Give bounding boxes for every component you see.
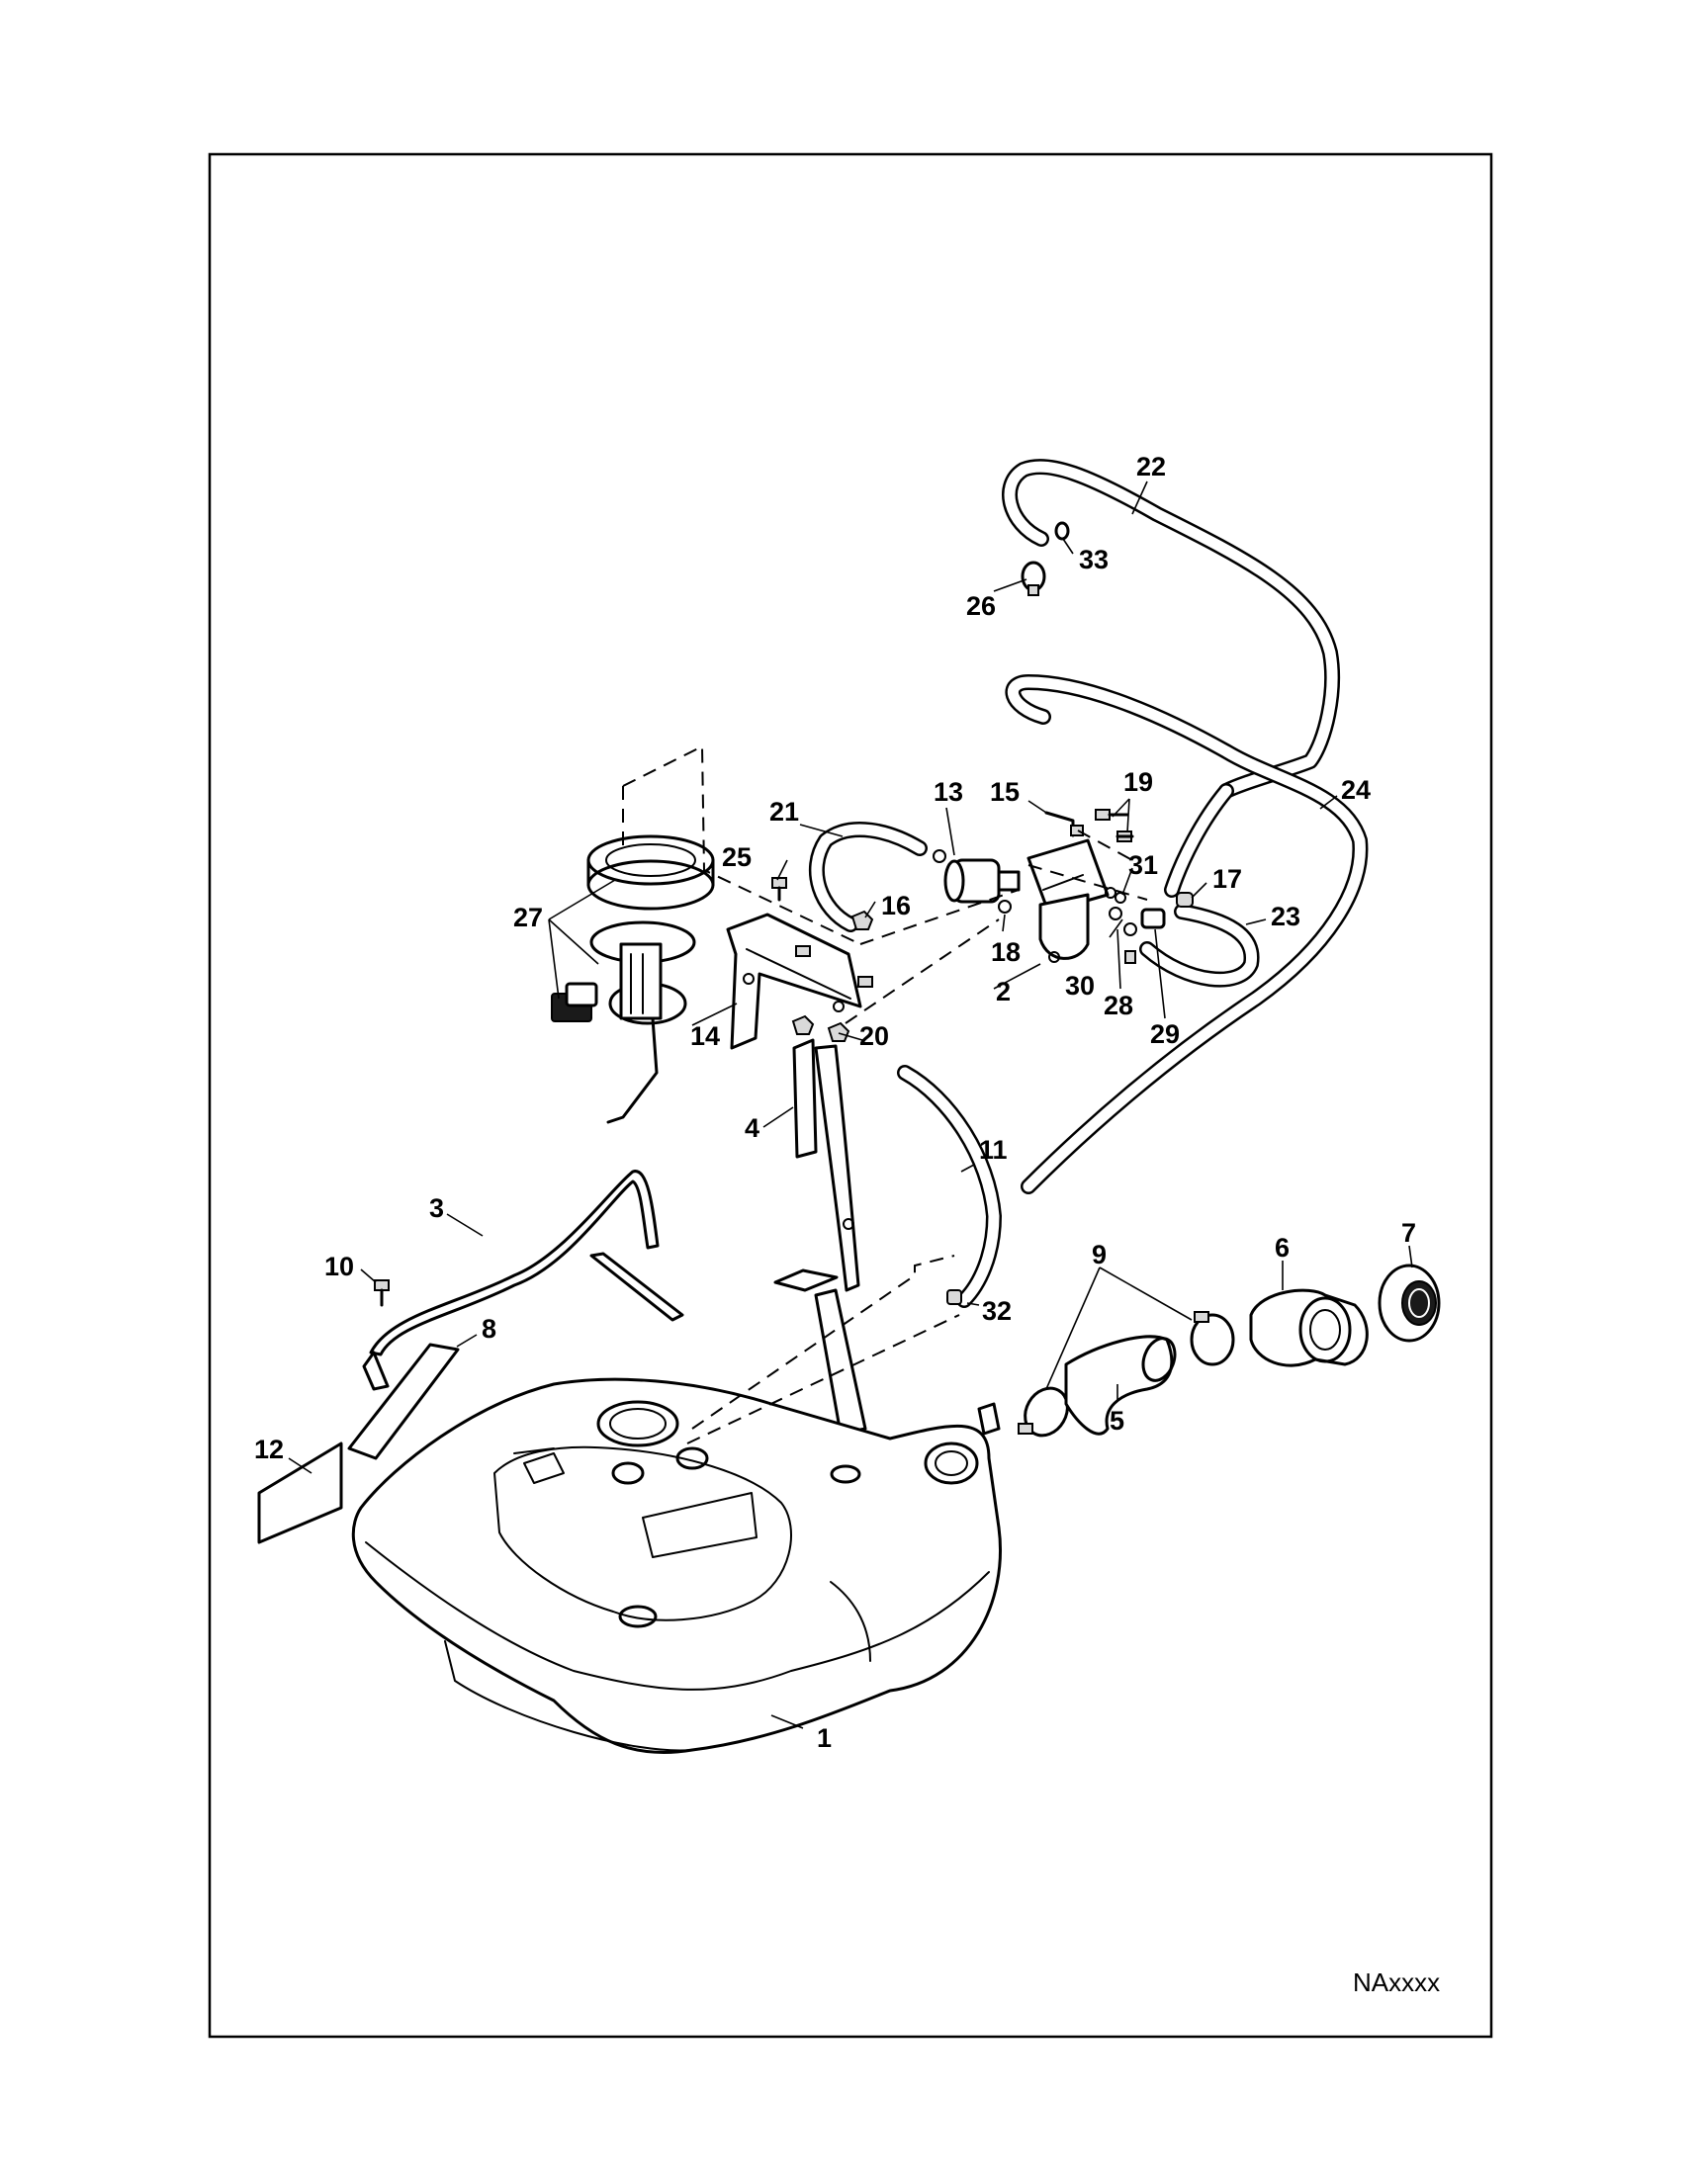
callout-6: 6 xyxy=(1275,1233,1290,1263)
connector-29 xyxy=(1140,908,1166,929)
callout-7: 7 xyxy=(1401,1218,1416,1248)
callout-25: 25 xyxy=(722,842,752,872)
callout-5: 5 xyxy=(1110,1406,1124,1436)
callout-21: 21 xyxy=(769,797,799,827)
vent-tube-24 xyxy=(1005,674,1369,1194)
callout-10: 10 xyxy=(324,1252,354,1281)
bolts-14 xyxy=(795,945,873,988)
bolt-25 xyxy=(771,877,787,902)
bracket-14 xyxy=(726,913,862,1050)
washer-18 xyxy=(998,900,1012,914)
filler-hose-5 xyxy=(1064,1335,1177,1436)
callout-27: 27 xyxy=(513,903,543,932)
fitting-15 xyxy=(1044,811,1084,837)
strap-3 xyxy=(362,1170,660,1391)
callout-29: 29 xyxy=(1150,1019,1180,1049)
feed-tube-21 xyxy=(809,822,928,932)
callout-3: 3 xyxy=(429,1193,444,1223)
callout-16: 16 xyxy=(881,891,911,920)
callout-28: 28 xyxy=(1104,991,1133,1020)
callout-17: 17 xyxy=(1212,864,1242,894)
pad-near-4 xyxy=(773,1268,839,1292)
foam-strip-4 xyxy=(814,1288,867,1436)
callout-13: 13 xyxy=(934,777,963,807)
loop-tube-23 xyxy=(1139,904,1260,988)
small-bracket xyxy=(977,1402,1001,1436)
bolts-19 xyxy=(1095,809,1134,842)
bolt-10 xyxy=(374,1279,390,1307)
clip-33 xyxy=(1054,521,1070,541)
callout-26: 26 xyxy=(966,591,996,621)
callout-22: 22 xyxy=(1136,452,1166,481)
callout-4: 4 xyxy=(745,1113,759,1143)
drawing-reference: NAxxxx xyxy=(1353,1967,1440,1997)
callout-8: 8 xyxy=(482,1314,496,1344)
hose-clamp-9a xyxy=(1018,1386,1069,1438)
callout-15: 15 xyxy=(990,777,1020,807)
nuts-20 xyxy=(791,1014,850,1042)
callout-11: 11 xyxy=(979,1135,1008,1165)
pad-near-3 xyxy=(589,1252,684,1322)
connector-32 xyxy=(946,1289,962,1305)
foam-strip-8 xyxy=(347,1343,460,1460)
callout-24: 24 xyxy=(1341,775,1371,805)
callout-14: 14 xyxy=(690,1021,720,1051)
callout-33: 33 xyxy=(1079,545,1109,574)
callouts: 1 2 3 4 5 6 7 8 9 10 11 12 13 14 15 16 1… xyxy=(254,452,1416,1753)
callout-20: 20 xyxy=(859,1021,889,1051)
callout-31: 31 xyxy=(1128,850,1158,880)
leader-lines xyxy=(288,480,1413,1729)
fuel-tank-1 xyxy=(351,1377,1002,1755)
callout-18: 18 xyxy=(991,937,1021,967)
strap-4 xyxy=(792,1038,818,1159)
callout-9: 9 xyxy=(1092,1240,1107,1269)
fuel-pump-13 xyxy=(933,849,1021,904)
clip-26 xyxy=(1021,561,1046,596)
callout-32: 32 xyxy=(982,1296,1012,1326)
filler-neck-6 xyxy=(1249,1288,1369,1367)
assembly-lines xyxy=(622,744,1148,1444)
strap-4b xyxy=(814,1044,860,1292)
clips-28-30-31 xyxy=(1105,887,1137,964)
vent-tube-22 xyxy=(1002,459,1341,799)
hose-clamp-9b xyxy=(1190,1311,1235,1366)
sender-unit-27 xyxy=(551,834,715,1124)
nut-16 xyxy=(850,910,874,930)
callout-30: 30 xyxy=(1065,971,1095,1001)
drawing-border xyxy=(208,152,1493,2039)
callout-2: 2 xyxy=(996,977,1011,1006)
fuel-filter-2 xyxy=(1026,838,1110,963)
callout-1: 1 xyxy=(817,1723,832,1753)
filler-cap-7 xyxy=(1378,1264,1441,1343)
tube-11 xyxy=(897,1065,1002,1308)
fitting-17 xyxy=(1176,892,1194,908)
callout-19: 19 xyxy=(1123,767,1153,797)
callout-23: 23 xyxy=(1271,902,1300,931)
label-12 xyxy=(257,1441,343,1544)
callout-12: 12 xyxy=(254,1435,284,1464)
